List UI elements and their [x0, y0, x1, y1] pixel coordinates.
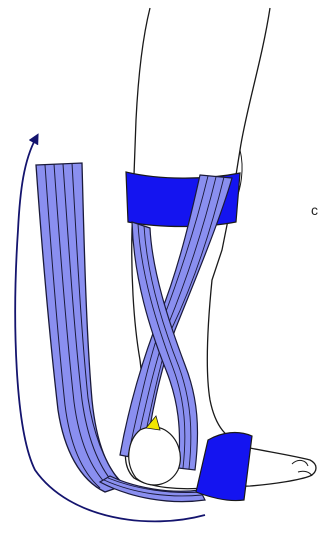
left-tape-strip	[36, 163, 125, 492]
stray-glyph-label: c	[311, 203, 318, 217]
leg-outline	[125, 8, 316, 489]
heel	[129, 427, 181, 485]
